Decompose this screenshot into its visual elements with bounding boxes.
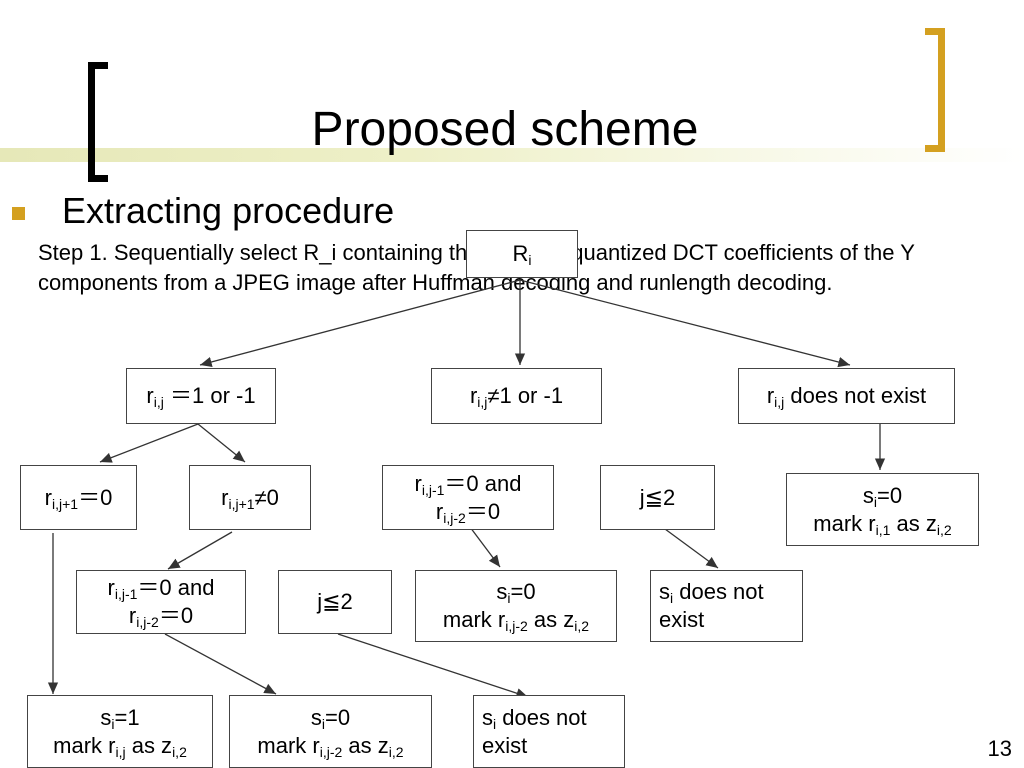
title-underline-band xyxy=(0,148,1024,162)
node-si-zero-mark-rij2: si=0 mark ri,j-2 as zi,2 xyxy=(415,570,617,642)
node-si-zero-mark-rij2-bottom: si=0 mark ri,j-2 as zi,2 xyxy=(229,695,432,768)
node-rij-prev-zero-2: ri,j-1＝0 and ri,j-2＝0 xyxy=(76,570,246,634)
node-rij-not-exist: ri,j does not exist xyxy=(738,368,955,424)
node-rij-equals-one: ri,j ＝1 or -1 xyxy=(126,368,276,424)
bullet-square-icon xyxy=(12,207,25,220)
right-bracket-decoration xyxy=(925,28,945,152)
page-number: 13 xyxy=(987,736,1012,761)
left-bracket-decoration xyxy=(88,62,108,182)
bullet-heading: Extracting procedure xyxy=(62,190,395,231)
node-rij1-nonzero: ri,j+1≠0 xyxy=(189,465,311,530)
node-rij-not-one: ri,j≠1 or -1 xyxy=(431,368,602,424)
node-si-zero-mark-ri1: si=0 mark ri,1 as zi,2 xyxy=(786,473,979,546)
node-j-le-2-second: j≦2 xyxy=(278,570,392,634)
node-rij-prev-zero: ri,j-1＝0 and ri,j-2＝0 xyxy=(382,465,554,530)
slide-title: Proposed scheme xyxy=(311,103,699,156)
node-si-one-mark-rij: si=1 mark ri,j as zi,2 xyxy=(27,695,213,768)
node-si-not-exist: si does not exist xyxy=(650,570,803,642)
node-si-not-exist-bottom: si does not exist xyxy=(473,695,625,768)
root-node-ri: Ri xyxy=(466,230,578,278)
node-rij1-zero: ri,j+1＝0 xyxy=(20,465,137,530)
node-j-le-2: j≦2 xyxy=(600,465,715,530)
